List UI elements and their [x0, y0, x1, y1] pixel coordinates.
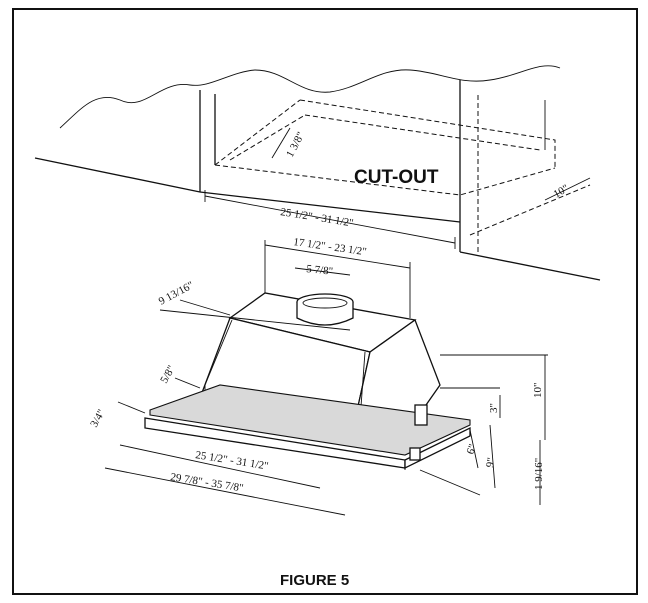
hood-insert	[144, 292, 471, 470]
figure-caption: FIGURE 5	[280, 572, 349, 589]
cutout-label: CUT-OUT	[354, 167, 439, 188]
side-b-label: 9"	[484, 457, 498, 469]
hood-dimension-lines	[104, 240, 548, 516]
cutout-side-label: 10"	[552, 182, 571, 200]
cabinet-outline	[34, 65, 601, 281]
overall-width-label: 29 7/8" - 35 7/8"	[170, 471, 245, 494]
cutout-dimension-lines	[204, 127, 591, 249]
cutout-depth-label: 1 3/8"	[284, 130, 307, 159]
front-edge-label: 3/4"	[88, 407, 108, 429]
side-step-label: 3"	[488, 403, 500, 413]
side-a-label: 6"	[465, 443, 480, 457]
duct-diameter-label: 5 7/8"	[306, 263, 334, 278]
lip-label: 5/8"	[158, 363, 178, 385]
bottom-rail-label: 1 9/16"	[533, 458, 545, 490]
cutout-width-label: 25 1/2" - 31 1/2"	[280, 206, 355, 229]
height-label: 10"	[532, 383, 544, 399]
